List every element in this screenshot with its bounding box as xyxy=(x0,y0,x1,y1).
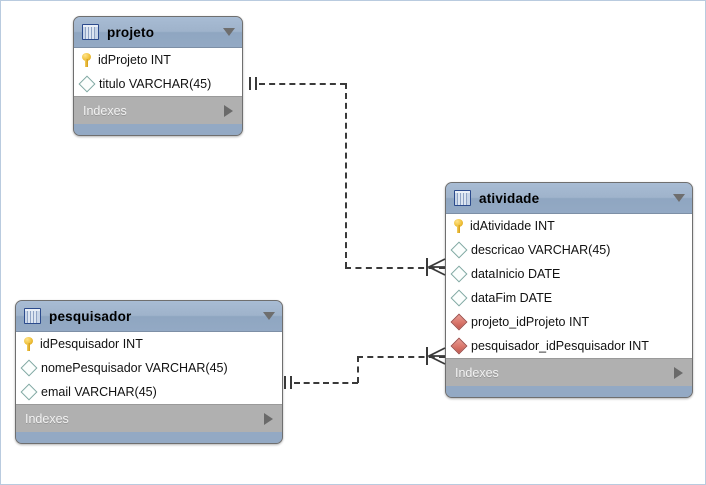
foreign-key-icon xyxy=(450,337,468,355)
column-row[interactable]: idProjeto INT xyxy=(74,48,242,72)
connector-segment xyxy=(357,356,445,358)
column-label: email VARCHAR(45) xyxy=(41,385,157,399)
connector-segment xyxy=(259,83,346,85)
table-atividade-header[interactable]: atividade xyxy=(446,183,692,214)
chevron-down-icon[interactable] xyxy=(223,28,235,36)
column-label: projeto_idProjeto INT xyxy=(471,315,590,329)
cardinality-one-marker xyxy=(249,77,258,90)
table-atividade-footer xyxy=(446,386,692,397)
column-label: nomePesquisador VARCHAR(45) xyxy=(41,361,228,375)
column-diamond-icon xyxy=(450,241,468,259)
column-label: descricao VARCHAR(45) xyxy=(471,243,611,257)
table-atividade-title: atividade xyxy=(479,190,540,206)
table-atividade-indexes[interactable]: Indexes xyxy=(446,359,692,386)
column-diamond-icon xyxy=(450,289,468,307)
primary-key-icon xyxy=(81,53,92,67)
table-pesquisador-indexes[interactable]: Indexes xyxy=(16,405,282,432)
column-row[interactable]: idPesquisador INT xyxy=(16,332,282,356)
column-label: titulo VARCHAR(45) xyxy=(99,77,212,91)
connector-segment xyxy=(345,83,347,268)
column-row[interactable]: dataFim DATE xyxy=(446,286,692,310)
connector-segment xyxy=(294,382,358,384)
column-diamond-icon xyxy=(20,383,38,401)
column-row[interactable]: nomePesquisador VARCHAR(45) xyxy=(16,356,282,380)
column-diamond-icon xyxy=(20,359,38,377)
column-row[interactable]: idAtividade INT xyxy=(446,214,692,238)
indexes-label: Indexes xyxy=(83,103,127,118)
table-pesquisador-title: pesquisador xyxy=(49,308,132,324)
column-label: idAtividade INT xyxy=(470,219,555,233)
primary-key-icon xyxy=(453,219,464,233)
crows-foot-icon xyxy=(428,347,446,365)
foreign-key-icon xyxy=(450,313,468,331)
crows-foot-icon xyxy=(428,258,446,276)
indexes-label: Indexes xyxy=(25,411,69,426)
cardinality-many-marker xyxy=(426,347,446,365)
table-pesquisador-header[interactable]: pesquisador xyxy=(16,301,282,332)
column-label: idPesquisador INT xyxy=(40,337,143,351)
table-icon xyxy=(82,24,99,40)
column-row[interactable]: dataInicio DATE xyxy=(446,262,692,286)
table-projeto-footer xyxy=(74,124,242,135)
connector-segment xyxy=(357,356,359,383)
table-pesquisador-columns: idPesquisador INT nomePesquisador VARCHA… xyxy=(16,332,282,405)
table-pesquisador[interactable]: pesquisador idPesquisador INT nomePesqui… xyxy=(15,300,283,444)
column-row[interactable]: email VARCHAR(45) xyxy=(16,380,282,404)
primary-key-icon xyxy=(23,337,34,351)
chevron-right-icon[interactable] xyxy=(264,412,273,425)
table-pesquisador-footer xyxy=(16,432,282,443)
column-row[interactable]: descricao VARCHAR(45) xyxy=(446,238,692,262)
column-label: pesquisador_idPesquisador INT xyxy=(471,339,649,353)
table-atividade[interactable]: atividade idAtividade INT descricao VARC… xyxy=(445,182,693,398)
column-row[interactable]: titulo VARCHAR(45) xyxy=(74,72,242,96)
table-atividade-columns: idAtividade INT descricao VARCHAR(45) da… xyxy=(446,214,692,359)
chevron-right-icon[interactable] xyxy=(224,104,233,117)
cardinality-one-marker xyxy=(284,376,293,389)
chevron-right-icon[interactable] xyxy=(674,366,683,379)
table-icon xyxy=(454,190,471,206)
indexes-label: Indexes xyxy=(455,365,499,380)
column-label: dataInicio DATE xyxy=(471,267,561,281)
column-row[interactable]: projeto_idProjeto INT xyxy=(446,310,692,334)
column-diamond-icon xyxy=(450,265,468,283)
table-projeto-title: projeto xyxy=(107,24,155,40)
chevron-down-icon[interactable] xyxy=(673,194,685,202)
table-icon xyxy=(24,308,41,324)
column-row[interactable]: pesquisador_idPesquisador INT xyxy=(446,334,692,358)
column-label: idProjeto INT xyxy=(98,53,171,67)
chevron-down-icon[interactable] xyxy=(263,312,275,320)
table-projeto-header[interactable]: projeto xyxy=(74,17,242,48)
table-projeto-indexes[interactable]: Indexes xyxy=(74,97,242,124)
column-label: dataFim DATE xyxy=(471,291,553,305)
cardinality-many-marker xyxy=(426,258,446,276)
table-projeto-columns: idProjeto INT titulo VARCHAR(45) xyxy=(74,48,242,97)
column-diamond-icon xyxy=(78,75,96,93)
connector-segment xyxy=(345,267,445,269)
table-projeto[interactable]: projeto idProjeto INT titulo VARCHAR(45)… xyxy=(73,16,243,136)
